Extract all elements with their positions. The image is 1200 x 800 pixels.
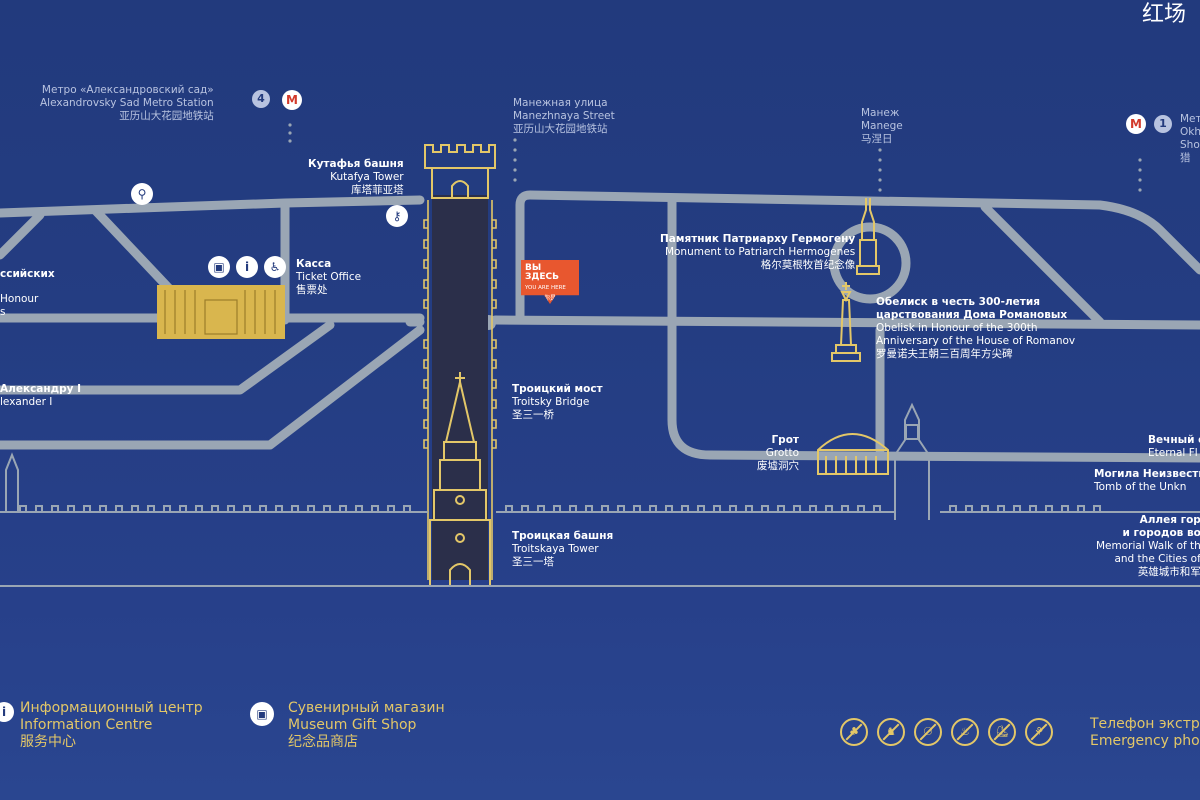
- no-alcohol-icon: ♣: [840, 718, 868, 746]
- label-romanov-obelisk: Обелиск в честь 300-летия царствования Д…: [876, 296, 1076, 360]
- road: [667, 195, 1200, 463]
- label-troitsky-bridge: Троицкий мост Troitsky Bridge 圣三一桥: [512, 383, 603, 421]
- kutafya-tower-drawing: [424, 144, 496, 199]
- road: [0, 195, 425, 218]
- label-kutafya-tower: Кутафья башня Kutafya Tower 库塔菲亚塔: [308, 158, 404, 196]
- toilet-icon[interactable]: ⚲: [131, 183, 153, 205]
- road: [0, 210, 45, 260]
- metro-icon: M: [1126, 114, 1146, 134]
- roundabout: [829, 222, 911, 304]
- bridge-walls: [423, 200, 497, 580]
- legend-information-centre: Информационный центр Information Centre …: [20, 700, 203, 750]
- road: [0, 320, 335, 395]
- label-alexander-fragment: Александру I lexander I: [0, 383, 82, 408]
- label-metro-alexandrovsky: Метро «Александровский сад» Alexandrovsk…: [40, 84, 214, 122]
- hermogenes-monument-drawing: [856, 198, 880, 275]
- key-icon[interactable]: ⚷: [386, 205, 408, 227]
- label-hermogenes-monument: Памятник Патриарху Гермогену Monument to…: [660, 233, 856, 271]
- metro-icon: M: [282, 90, 302, 110]
- road: [980, 202, 1105, 327]
- red-square-title: 红场: [1141, 2, 1186, 27]
- label-metro-okhotny: Мет Okh Sho 猎: [1180, 113, 1200, 164]
- label-eternal-flame: Вечный о Eternal Fl: [1148, 434, 1200, 459]
- troitsky-bridge: [432, 195, 488, 580]
- accessible-icon[interactable]: ♿: [264, 256, 286, 278]
- ticket-office-building: [157, 285, 285, 339]
- label-manezhnaya-street: Манежная улица Manezhnaya Street 亚历山大花园地…: [513, 97, 615, 135]
- road: [515, 190, 1200, 325]
- label-manege: Манеж Manege 马涅日: [861, 107, 903, 145]
- troitskaya-tower-drawing: [429, 372, 491, 587]
- label-ticket-office: Касса Ticket Office 售票处: [296, 258, 362, 296]
- no-bicycles-icon: ⚆: [914, 718, 942, 746]
- label-russians-fragment: ссийских Honour s: [0, 268, 55, 318]
- label-grotto: Грот Grotto 废墟洞穴: [757, 434, 799, 472]
- gift-bag-icon: ▣: [250, 702, 274, 726]
- info-icon[interactable]: i: [236, 256, 258, 278]
- no-pets-icon: ♞: [877, 718, 905, 746]
- road: [490, 315, 1200, 330]
- legend-emergency-phone: Телефон экстрен Emergency phon: [1090, 716, 1200, 749]
- label-unknown-soldier-tomb: Могила Неизвестн Tomb of the Unkn: [1094, 468, 1200, 493]
- metro-line-badge: 1: [1154, 115, 1172, 133]
- kremlin-wall: [0, 402, 1200, 587]
- metro-line-badge: 4: [252, 90, 270, 108]
- gift-bag-icon[interactable]: ▣: [208, 256, 230, 278]
- dotted-guides: [288, 123, 1142, 192]
- no-fire-icon: ♨: [951, 718, 979, 746]
- road: [0, 325, 425, 450]
- no-food-icon: ⚘: [1025, 718, 1053, 746]
- no-skating-icon: ⛸: [988, 718, 1016, 746]
- legend-gift-shop: Сувенирный магазин Museum Gift Shop 纪念品商…: [288, 700, 445, 750]
- grotto-drawing: [817, 433, 889, 475]
- label-hero-cities-alley: Аллея гор и городов во Memorial Walk of …: [1096, 514, 1200, 578]
- label-troitskaya-tower: Троицкая башня Troitskaya Tower 圣三一塔: [512, 530, 614, 568]
- info-icon: i: [0, 702, 14, 722]
- obelisk-drawing: [831, 282, 861, 362]
- roads: [0, 190, 1200, 463]
